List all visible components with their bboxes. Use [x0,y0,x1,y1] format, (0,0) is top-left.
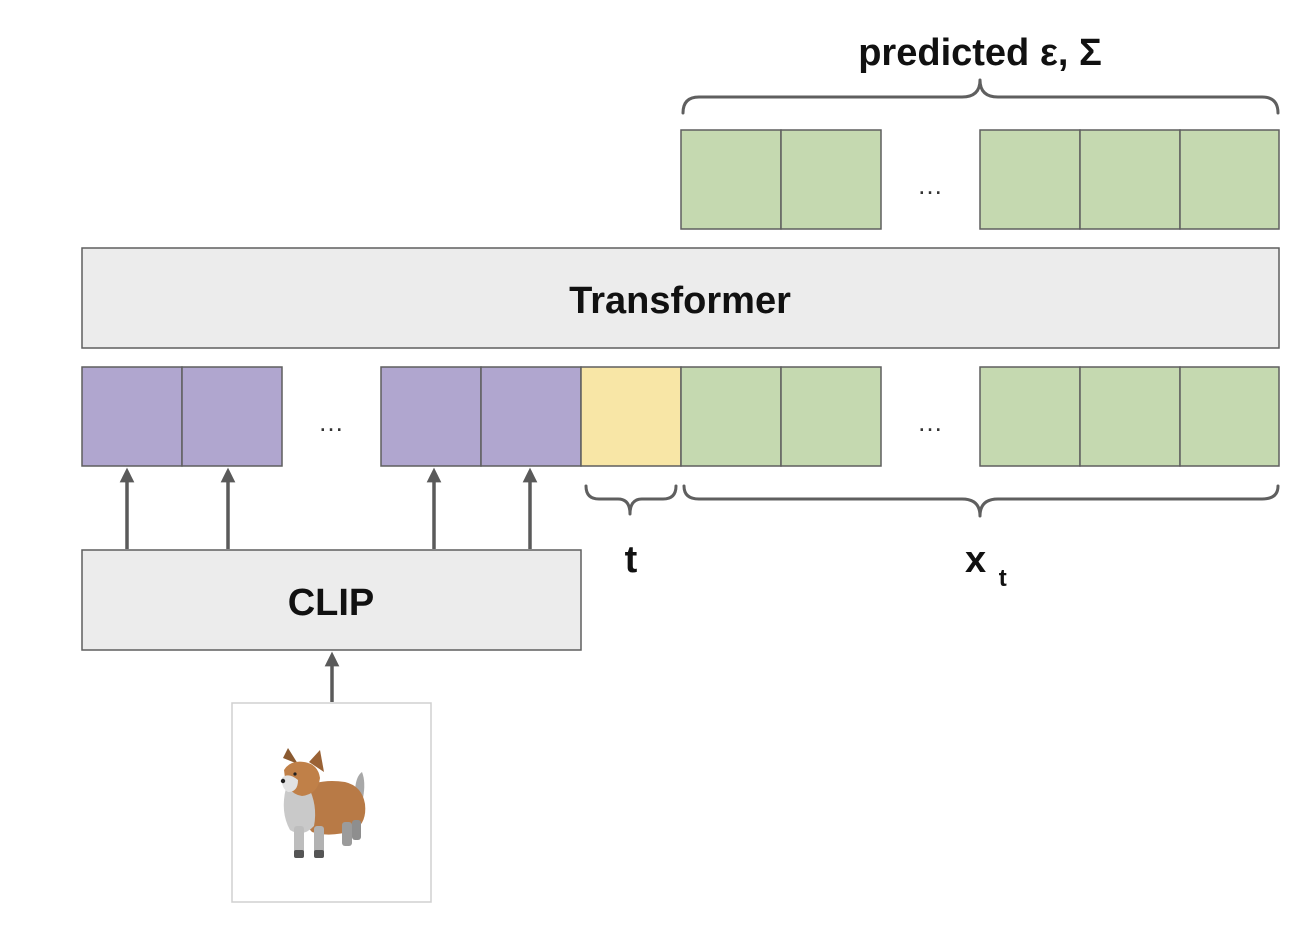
clip-token [480,366,582,467]
noisy-latent-brace [682,484,1280,518]
clip-token [380,366,482,467]
output-token [1179,129,1280,230]
timestep-label: t [625,539,638,581]
timestep-brace [584,484,678,516]
clip-token-ellipsis: … [318,407,344,437]
clip-encoder-label: CLIP [288,582,375,624]
x-token [780,366,882,467]
clip-output-arrows [119,467,538,549]
x-token [680,366,782,467]
output-ellipsis: … [917,170,943,200]
transformer-block [81,247,1280,349]
x-token [1079,366,1181,467]
output-label: predicted ε, Σ [858,32,1102,74]
clip-token [81,366,183,467]
noisy-latent-label-subscript: t [999,565,1007,592]
output-token [780,129,882,230]
noisy-latent-label-base: x [965,539,986,581]
timestep-token [580,366,682,467]
transformer-label: Transformer [569,280,791,322]
x-token [979,366,1081,467]
clip-token [181,366,283,467]
output-token [680,129,782,230]
clip-encoder-block [81,549,582,651]
output-token [979,129,1081,230]
noisy-latent-label: x t [965,539,1007,592]
output-token-row: … [680,129,1280,230]
x-token [1179,366,1280,467]
output-token [1079,129,1181,230]
input-image-corgi [231,702,432,903]
input-token-row: … … [81,366,1280,467]
x-token-ellipsis: … [917,407,943,437]
output-brace [681,78,1280,115]
